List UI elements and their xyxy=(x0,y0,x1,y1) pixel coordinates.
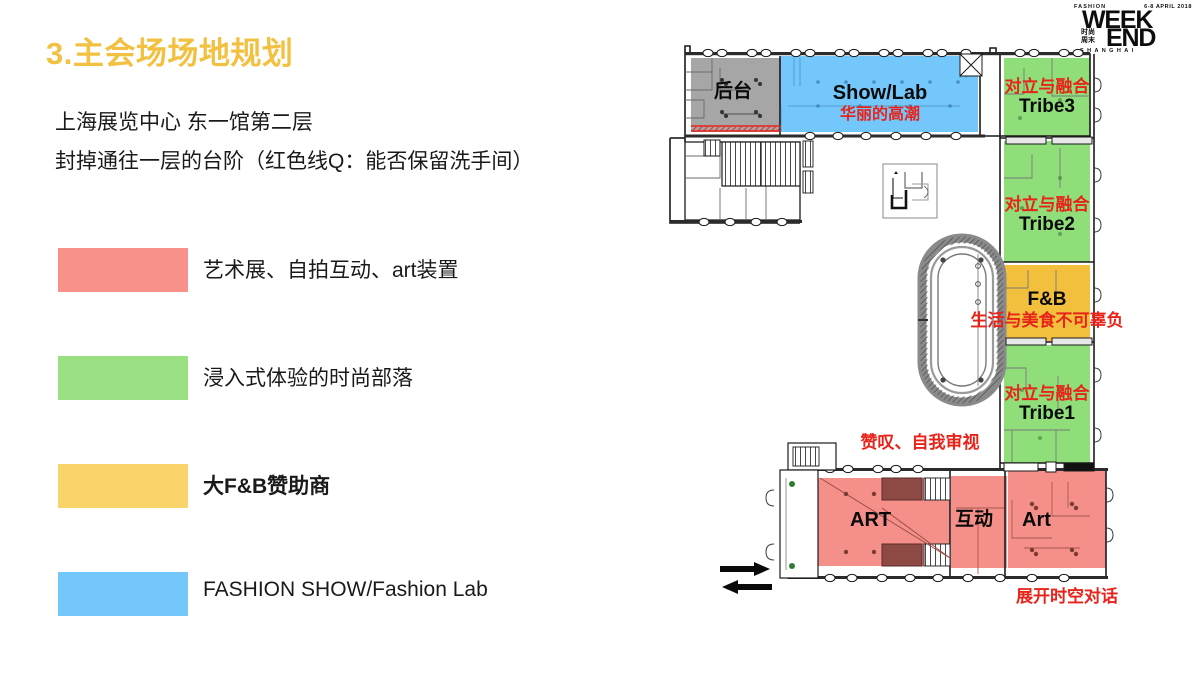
legend-label-fnb: 大F&B赞助商 xyxy=(203,475,331,498)
plan-columns-bottom xyxy=(824,464,1070,583)
label-tribe1-cn: 对立与融合 xyxy=(1004,384,1090,403)
plan-escalator-main xyxy=(703,139,801,187)
label-fnb: F&B 生活与美食不可辜负 xyxy=(962,290,1132,330)
plan-corridor-nibs xyxy=(1093,77,1114,543)
arrow-right-icon xyxy=(720,562,770,576)
label-tribe3: 对立与融合 Tribe3 xyxy=(992,78,1102,117)
plan-green-dots xyxy=(1018,98,1062,440)
plan-corridor-partitions xyxy=(1004,58,1090,462)
logo-end-text: END xyxy=(1106,24,1156,52)
plan-blue-hall-dots xyxy=(816,80,960,108)
label-art-top-caption: 赞叹、自我审视 xyxy=(845,434,995,452)
legend-label-tribe: 浸入式体验的时尚部落 xyxy=(203,367,413,390)
zone-art-east[interactable] xyxy=(1008,470,1106,568)
label-art-east: Art xyxy=(1022,510,1051,531)
venue-floor-plan: 后台 Show/Lab 华丽的高潮 对立与融合 Tribe3 对立与融合 Tri… xyxy=(660,38,1200,663)
legend-swatch-fnb xyxy=(58,464,188,508)
label-tribe1: 对立与融合 Tribe1 xyxy=(992,385,1102,424)
legend-swatch-tribe xyxy=(58,356,188,400)
plan-stair-right-top xyxy=(802,140,814,194)
label-show-lab-cn: 华丽的高潮 xyxy=(839,106,920,123)
logo-cn-line1: 时尚 xyxy=(1081,29,1095,36)
logo-date-text: 6-8 APRIL 2018 xyxy=(1144,4,1192,10)
subtitle-line-1: 上海展览中心 东一馆第二层 xyxy=(55,111,313,134)
label-fnb-en: F&B xyxy=(1027,289,1067,310)
label-tribe2-cn: 对立与融合 xyxy=(1004,195,1090,214)
label-tribe1-en: Tribe1 xyxy=(1019,402,1075,424)
zone-tribe2[interactable] xyxy=(1004,141,1090,262)
circulation-flow-arrows xyxy=(718,558,774,602)
logo-fashion-text: FASHION xyxy=(1074,4,1107,10)
logo-chinese-text: 时尚 周末 xyxy=(1078,29,1098,44)
plan-columns-top xyxy=(702,48,1084,58)
legend-label-show: FASHION SHOW/Fashion Lab xyxy=(203,578,488,601)
label-fnb-cn: 生活与美食不可辜负 xyxy=(970,310,1124,330)
flow-arrows-svg xyxy=(720,562,772,594)
plan-stair-corridor-top xyxy=(959,53,1093,346)
plan-backstage-dots xyxy=(720,78,762,118)
logo-cn-line2: 周末 xyxy=(1081,36,1095,44)
sealed-stair-red-line xyxy=(691,125,781,132)
label-art-bottom-caption: 展开时空对话 xyxy=(992,588,1142,606)
plan-bottom-stair-banks xyxy=(819,477,951,567)
page-title: 3.主会场场地规划 xyxy=(46,36,294,71)
label-interactive-text: 互动 xyxy=(955,509,994,530)
zone-tribe1[interactable] xyxy=(1004,345,1090,463)
plan-columns-mid xyxy=(698,131,962,227)
label-art-west: ART xyxy=(850,510,891,531)
zone-show-lab[interactable] xyxy=(781,56,978,132)
floor-plan-drawing xyxy=(669,45,1114,583)
label-show-lab-en: Show/Lab xyxy=(832,82,928,104)
plan-detail-callout-box xyxy=(882,163,938,219)
plan-bottom-partitions xyxy=(956,482,1090,574)
logo-top-row: FASHION 6-8 APRIL 2018 xyxy=(1066,4,1192,13)
plan-corridor-bottom-junction xyxy=(1003,461,1095,473)
plan-bottom-lobby xyxy=(765,442,837,579)
label-art-west-text: ART xyxy=(850,509,892,531)
arrow-left-icon xyxy=(722,580,772,594)
logo-city-text: SHANGHAI xyxy=(1080,48,1137,54)
zone-backstage[interactable] xyxy=(691,58,781,132)
label-art-top-caption-text: 赞叹、自我审视 xyxy=(860,433,980,452)
subtitle-line-2: 封掉通往一层的台阶（红色线Q：能否保留洗手间） xyxy=(55,150,534,173)
label-backstage: 后台 xyxy=(714,82,752,102)
legend-swatch-show xyxy=(58,572,188,616)
zone-fnb[interactable] xyxy=(1004,265,1090,341)
label-tribe2-en: Tribe2 xyxy=(1019,213,1075,235)
plan-oval-atrium xyxy=(917,233,1007,407)
label-tribe3-cn: 对立与融合 xyxy=(1004,77,1090,96)
label-backstage-text: 后台 xyxy=(714,81,753,102)
label-art-bottom-caption-text: 展开时空对话 xyxy=(1016,587,1118,606)
legend-swatch-art xyxy=(58,248,188,292)
weekend-shanghai-logo: FASHION 6-8 APRIL 2018 WEEK 时尚 周末 END SH… xyxy=(1066,4,1192,56)
label-art-east-text: Art xyxy=(1022,509,1051,531)
logo-week-text: WEEK xyxy=(1082,6,1153,34)
label-tribe3-en: Tribe3 xyxy=(1019,95,1075,117)
legend-label-art: 艺术展、自拍互动、art装置 xyxy=(203,259,459,282)
label-show-lab: Show/Lab 华丽的高潮 xyxy=(825,83,935,124)
zone-tribe3[interactable] xyxy=(1004,58,1090,136)
label-interactive: 互动 xyxy=(955,510,993,530)
label-tribe2: 对立与融合 Tribe2 xyxy=(992,196,1102,235)
zone-interactive[interactable] xyxy=(951,476,1007,568)
plan-bottom-dots xyxy=(843,491,1079,557)
page-subtitle: 上海展览中心 东一馆第二层 封掉通往一层的台阶（红色线Q：能否保留洗手间） xyxy=(55,103,533,181)
